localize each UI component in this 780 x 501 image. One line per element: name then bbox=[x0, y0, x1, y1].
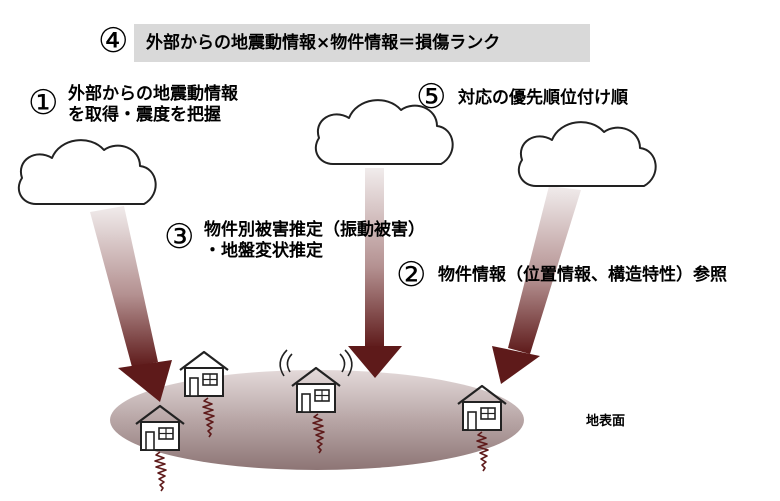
step-5-number: ⑤ bbox=[416, 77, 447, 117]
arrow-left bbox=[90, 206, 172, 402]
house-icon bbox=[178, 350, 230, 398]
step-1-text: 外部からの地震動情報 を取得・震度を把握 bbox=[68, 84, 238, 127]
cloud-icon bbox=[517, 121, 657, 187]
step-5-text: 対応の優先順位付け順 bbox=[458, 88, 628, 108]
cloud-icon bbox=[17, 139, 157, 205]
arrow-center bbox=[348, 168, 402, 378]
step-3-line-2: ・地盤変状推定 bbox=[204, 241, 323, 262]
step-1-line-1: 外部からの地震動情報 bbox=[68, 84, 238, 104]
step-2-number: ② bbox=[396, 255, 427, 295]
step-2-text: 物件情報（位置情報、構造特性）参照 bbox=[438, 265, 727, 285]
ground-surface-label: 地表面 bbox=[586, 414, 626, 429]
vibration-icon bbox=[279, 349, 353, 377]
step-4-number: ④ bbox=[98, 21, 129, 61]
step-4-banner: 外部からの地震動情報×物件情報＝損傷ランク bbox=[134, 24, 590, 62]
step-3-text: 物件別被害推定（振動被害） ・地盤変状推定 bbox=[204, 220, 425, 263]
step-1-line-2: を取得・震度を把握 bbox=[68, 105, 221, 126]
step-3-line-1: 物件別被害推定（振動被害） bbox=[204, 220, 425, 240]
step-3-number: ③ bbox=[164, 217, 195, 257]
seismic-wave-icon bbox=[154, 451, 167, 492]
step-1-number: ① bbox=[28, 83, 59, 123]
arrow-right bbox=[492, 186, 581, 384]
step-4-text: 外部からの地震動情報×物件情報＝損傷ランク bbox=[146, 33, 501, 53]
